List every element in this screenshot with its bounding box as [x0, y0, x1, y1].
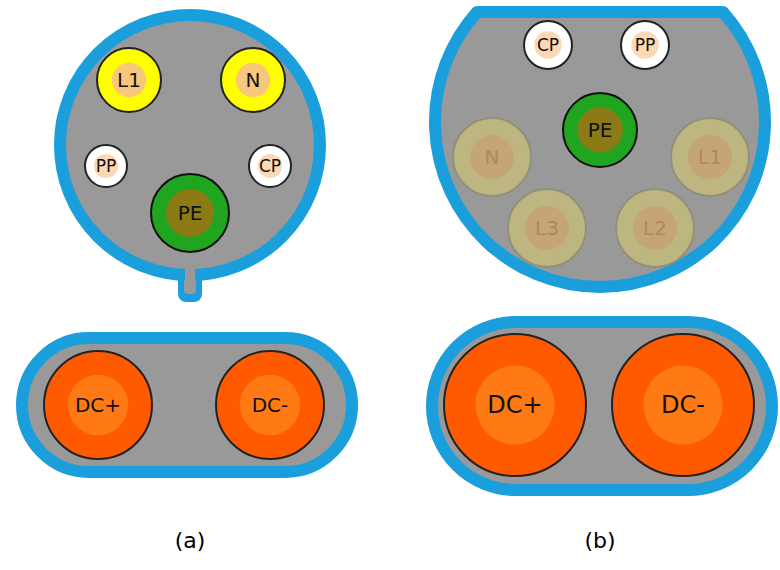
pin-ring: [621, 21, 669, 69]
pin-contact: CP: [523, 20, 573, 70]
pin-contact: L3: [507, 188, 587, 268]
pin-ring: [216, 351, 324, 459]
pin-label: L2: [615, 188, 695, 268]
pin-label: L3: [507, 188, 587, 268]
pin-ring: [563, 93, 637, 167]
pin-label: L1: [670, 117, 750, 197]
pin-label: L1: [96, 47, 162, 113]
pin-contact: DC+: [443, 333, 587, 477]
type2-housing: [435, 12, 765, 287]
pin-ring: [151, 174, 229, 252]
pin-label: PE: [562, 92, 638, 168]
dc-housing: [22, 338, 352, 472]
pin-ring: [85, 145, 127, 187]
pin-label: N: [220, 47, 286, 113]
pin-ring: [249, 145, 291, 187]
pin-contact: PP: [84, 144, 128, 188]
pin-contact: N: [452, 117, 532, 197]
pin-contact: DC-: [611, 333, 755, 477]
pin-label: CP: [248, 144, 292, 188]
pin-label: DC-: [611, 333, 755, 477]
pin-label: PP: [620, 20, 670, 70]
pin-label: DC+: [43, 350, 153, 460]
pin-ring: [453, 118, 531, 196]
pin-contact: N: [220, 47, 286, 113]
type1-housing: [60, 15, 320, 275]
pin-ring: [44, 351, 152, 459]
pin-contact: PP: [620, 20, 670, 70]
pin-contact: DC-: [215, 350, 325, 460]
pin-ring: [524, 21, 572, 69]
pin-contact: CP: [248, 144, 292, 188]
pin-label: PE: [150, 173, 230, 253]
pin-ring: [616, 189, 694, 267]
dc-housing: [432, 322, 772, 490]
pin-label: PP: [84, 144, 128, 188]
pin-ring: [612, 334, 754, 476]
pin-ring: [221, 48, 285, 112]
pin-contact: L2: [615, 188, 695, 268]
pin-label: DC+: [443, 333, 587, 477]
pin-ring: [508, 189, 586, 267]
pin-contact: DC+: [43, 350, 153, 460]
pin-ring: [444, 334, 586, 476]
notch-fill: [185, 268, 195, 284]
pin-label: N: [452, 117, 532, 197]
pin-contact: PE: [150, 173, 230, 253]
pin-label: CP: [523, 20, 573, 70]
pin-label: DC-: [215, 350, 325, 460]
pin-ring: [97, 48, 161, 112]
pin-contact: L1: [670, 117, 750, 197]
pin-contact: PE: [562, 92, 638, 168]
pin-ring: [671, 118, 749, 196]
pin-contact: L1: [96, 47, 162, 113]
panel-label: (a): [175, 528, 206, 553]
panel-label: (b): [584, 528, 615, 553]
